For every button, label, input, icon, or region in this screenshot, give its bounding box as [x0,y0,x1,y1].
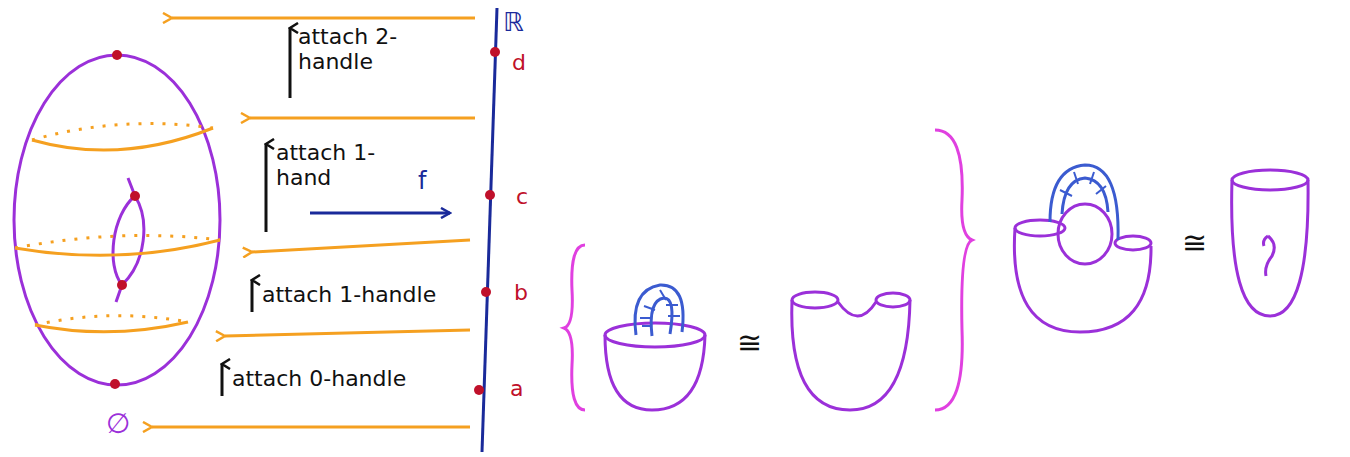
homeomorphic-sign: ≅ [737,326,762,361]
level-sets [15,124,220,332]
preimage-arrows [152,18,475,427]
handle-note: attach 1-handle [262,282,436,307]
handle-note: attach 0-handle [232,366,406,391]
brace [564,245,585,410]
pair-of-pants [792,292,910,410]
homeomorphic-sign: ≅ [1182,226,1207,261]
critical-points [110,50,140,389]
function-name: f [418,168,426,196]
cup-with-handle [605,285,705,410]
map-arrow [310,212,450,215]
torus-outline [14,55,220,385]
genus-one-cylinder [1232,170,1308,316]
critical-value: c [516,184,528,209]
real-axis [482,8,497,452]
handle-note: attach 1-hand [276,140,376,191]
empty-set: ∅ [106,408,130,440]
surface-with-handle [1014,165,1151,332]
handle-note: attach 2-handle [298,24,418,75]
critical-value: b [514,280,528,305]
critical-value: a [510,376,523,401]
brace [935,130,972,410]
axis-name: ℝ [503,8,524,38]
critical-value: d [512,50,526,75]
torus-hole [113,178,144,302]
up-arrows [222,28,290,396]
critical-values [474,47,500,395]
